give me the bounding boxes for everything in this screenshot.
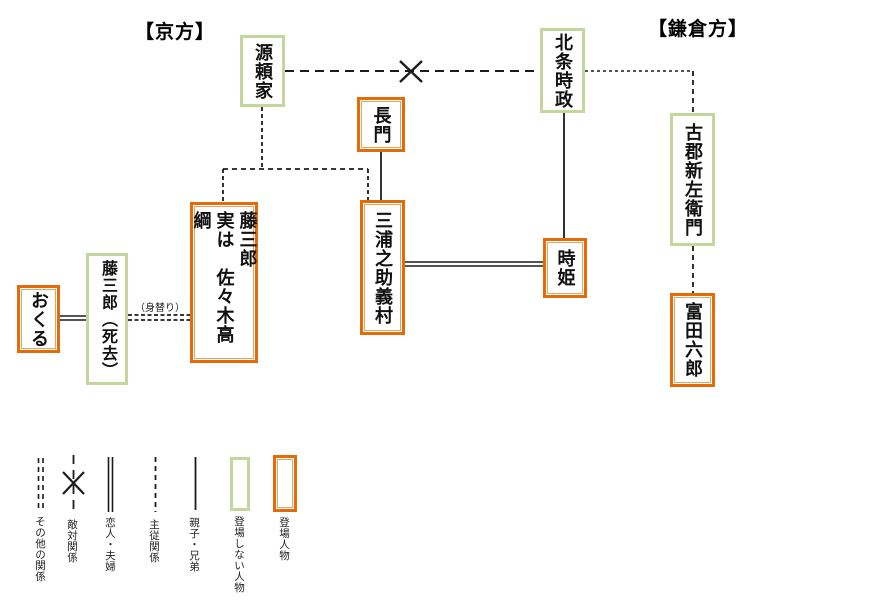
kamakura-side-title: 【鎌倉方】 bbox=[648, 19, 749, 40]
legend-label-non-appearing-person: 登場しない人物 bbox=[233, 516, 245, 593]
node-nagato: 長門 bbox=[357, 97, 405, 152]
node-label: 北条時政 bbox=[553, 32, 573, 109]
node-label: 富田六郎 bbox=[683, 302, 703, 378]
legend-appearing-box bbox=[273, 455, 297, 512]
node-label: 時姫 bbox=[555, 249, 576, 287]
legend-label-parent-child-sibling: 親子・兄弟 bbox=[188, 517, 200, 572]
node-label: おくる bbox=[29, 290, 49, 348]
node-kogori-shinzaemon: 古郡新左衛門 bbox=[670, 113, 715, 246]
migawari-note: （身替り） bbox=[135, 303, 185, 314]
kyoto-side-title: 【京方】 bbox=[135, 22, 216, 43]
legend-hostile-x-icon bbox=[62, 471, 85, 495]
legend-label-other-relation: その他の関係 bbox=[34, 516, 46, 582]
node-minamoto-yoriie: 源頼家 bbox=[240, 35, 285, 107]
legend-label-hostile-relation: 敵対関係 bbox=[66, 519, 78, 563]
node-tokihime: 時姫 bbox=[543, 238, 587, 298]
node-tozaburo-deceased: 藤三郎（死去） bbox=[86, 253, 128, 385]
node-label: 長門 bbox=[371, 105, 392, 144]
legend-label-master-servant: 主従関係 bbox=[148, 519, 160, 563]
node-tomita-rokuro: 富田六郎 bbox=[670, 293, 715, 387]
node-label: 源頼家 bbox=[253, 42, 273, 100]
node-miuranosuke-yoshimura: 三浦之助義村 bbox=[360, 200, 405, 335]
node-hojo-tokimasa: 北条時政 bbox=[540, 28, 585, 113]
legend-label-lovers-couple: 恋人・夫婦 bbox=[104, 517, 116, 572]
node-label: 藤三郎 実は 佐々木高綱 bbox=[191, 211, 258, 344]
hostile-x-icon bbox=[399, 60, 423, 83]
node-tozaburo-actually-sasaki-takatsuna: 藤三郎 実は 佐々木高綱 bbox=[190, 202, 258, 363]
legend-non-appearing-box bbox=[230, 457, 250, 511]
legend-label-appearing-person: 登場人物 bbox=[278, 517, 290, 561]
node-okuru: おくる bbox=[17, 285, 60, 353]
node-label: 古郡新左衛門 bbox=[683, 122, 703, 237]
node-label: 三浦之助義村 bbox=[373, 210, 393, 325]
node-label: 藤三郎（死去） bbox=[99, 259, 116, 379]
